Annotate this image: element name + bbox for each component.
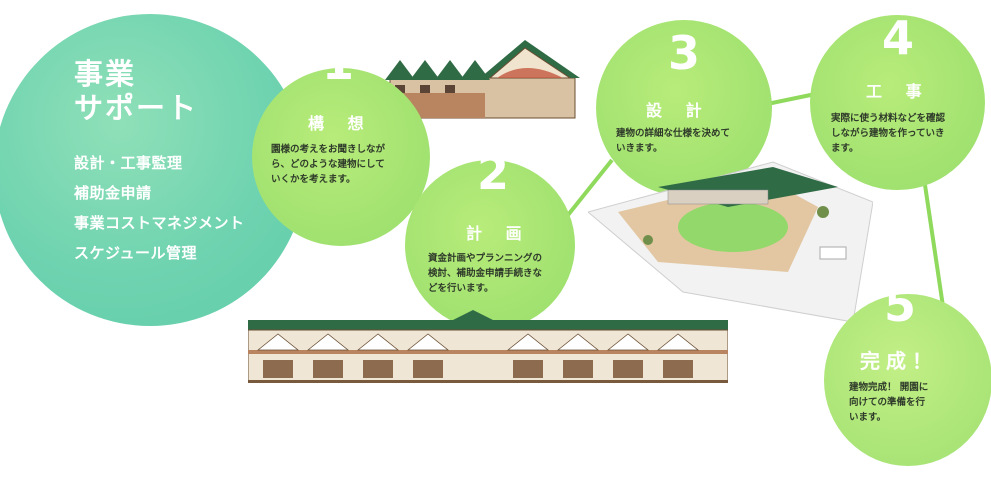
step-5-number: 5 bbox=[883, 278, 916, 332]
step-1-description: 園様の考えをお聞きしながら、どのような建物にしていくかを考えます。 bbox=[271, 144, 386, 185]
step-2-description: 資金計画やプランニングの検討、補助金申請手続きなどを行います。 bbox=[428, 253, 543, 294]
step-1-title: 構 想 bbox=[308, 114, 373, 133]
step-4-circle bbox=[810, 15, 985, 190]
step-2-number: 2 bbox=[476, 146, 509, 200]
step-1-circle bbox=[252, 68, 430, 246]
step-4-title: 工 事 bbox=[866, 82, 931, 101]
support-item: 事業コストマネジメント bbox=[74, 214, 245, 232]
step-3-title: 設 計 bbox=[646, 101, 711, 120]
step-5-description: 建物完成！ 開園に向けての準備を行います。 bbox=[849, 382, 929, 423]
support-item: 補助金申請 bbox=[74, 184, 152, 202]
plan-elevation-illustration bbox=[248, 310, 728, 383]
step-1-number: 1 bbox=[321, 36, 354, 90]
step-3-description: 建物の詳細な仕様を決めていきます。 bbox=[616, 128, 731, 154]
step-2-circle bbox=[405, 160, 575, 330]
step-2-title: 計 画 bbox=[466, 224, 531, 243]
headline-line-2: サポート bbox=[74, 91, 199, 125]
step-5-circle bbox=[824, 294, 991, 466]
headline-line-1: 事業 bbox=[74, 57, 137, 91]
support-item: 設計・工事監理 bbox=[74, 154, 183, 172]
step-3-circle bbox=[596, 20, 772, 196]
site-model-illustration bbox=[588, 161, 873, 323]
step-5-title: 完成！ bbox=[860, 349, 938, 373]
step-4-number: 4 bbox=[881, 11, 914, 65]
concept-building-illustration bbox=[385, 40, 580, 119]
support-item: スケジュール管理 bbox=[74, 244, 197, 262]
step-3-number: 3 bbox=[667, 26, 700, 80]
step-4-description: 実際に使う材料などを確認しながら建物を作っていきます。 bbox=[831, 113, 946, 154]
